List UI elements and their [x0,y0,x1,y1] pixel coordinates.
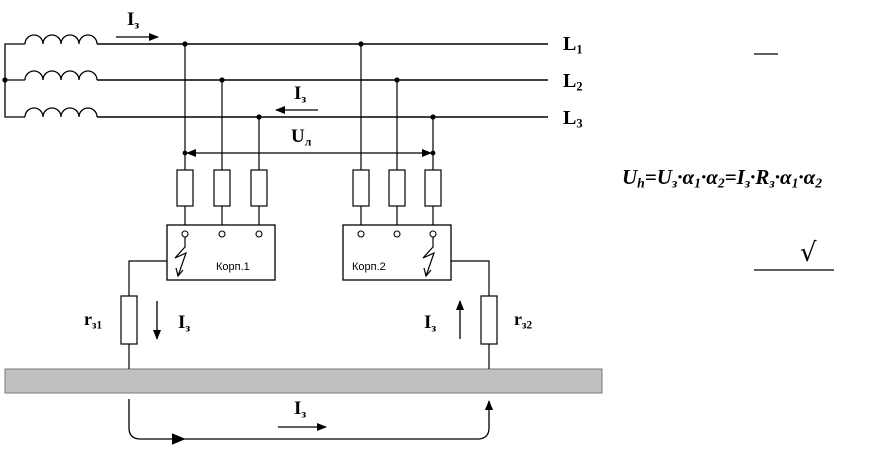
winding-2 [24,70,98,81]
fuse-1-a [176,169,194,207]
phase-label-2: L2 [563,70,583,94]
touch-voltage-formula: Uh=Uз·α1·α2=Iз·Rз·α1·α2 [622,165,823,191]
fuse-2-a [352,169,370,207]
winding-3 [24,107,98,118]
formula-term: U [622,165,638,189]
enclosure-label-1: Корп.1 [216,261,250,273]
formula-term: ·α [700,165,718,189]
current-label-top: Iз [127,9,140,32]
ground-branch-2 [451,260,498,369]
winding-1 [24,34,98,45]
fuses [176,169,442,207]
terminals [181,230,437,238]
fault-arrow-2 [423,267,432,278]
fault-symbols [174,237,436,278]
star-point-node [2,77,8,83]
resistor-label-1: rз1 [84,309,103,332]
fuse-1-b [213,169,231,207]
resistor-2 [480,295,498,345]
enclosure-label-2: Корп.2 [352,261,386,273]
resistor-1 [120,295,138,345]
current-label-phase3: Iз [294,83,307,106]
formula-term: =U [644,165,672,189]
phase-lines [97,43,548,118]
current-label-r2: Iз [424,312,437,335]
formula-term: ·α [798,165,816,189]
ground-return-path [128,399,493,440]
star-point-wire [4,43,25,118]
current-label-ground: Iз [294,398,307,421]
tap-wires [184,44,434,170]
fuse-2-b [388,169,406,207]
generator-windings [4,34,98,118]
formula-term: =I [724,165,745,189]
phase-label-3: L3 [563,107,583,131]
ground-return-mid-arrow [171,433,186,445]
fuse-1-c [250,169,268,207]
resistor-label-2: rз2 [514,309,533,332]
sqrt-icon: √ [800,238,817,268]
fault-symbol-1 [174,237,188,277]
current-label-r1: Iз [178,312,191,335]
fault-symbol-2 [422,237,436,277]
phase-label-1: L1 [563,33,583,57]
ground-strip [4,368,603,394]
fault-arrow-1 [175,267,184,278]
ground-branch-1 [120,260,167,369]
formula-term: ·α [677,165,695,189]
formula-term: ·R [750,165,770,189]
voltage-label: Uл [291,126,312,149]
formula-term: ·α [774,165,792,189]
fuse-2-c [424,169,442,207]
